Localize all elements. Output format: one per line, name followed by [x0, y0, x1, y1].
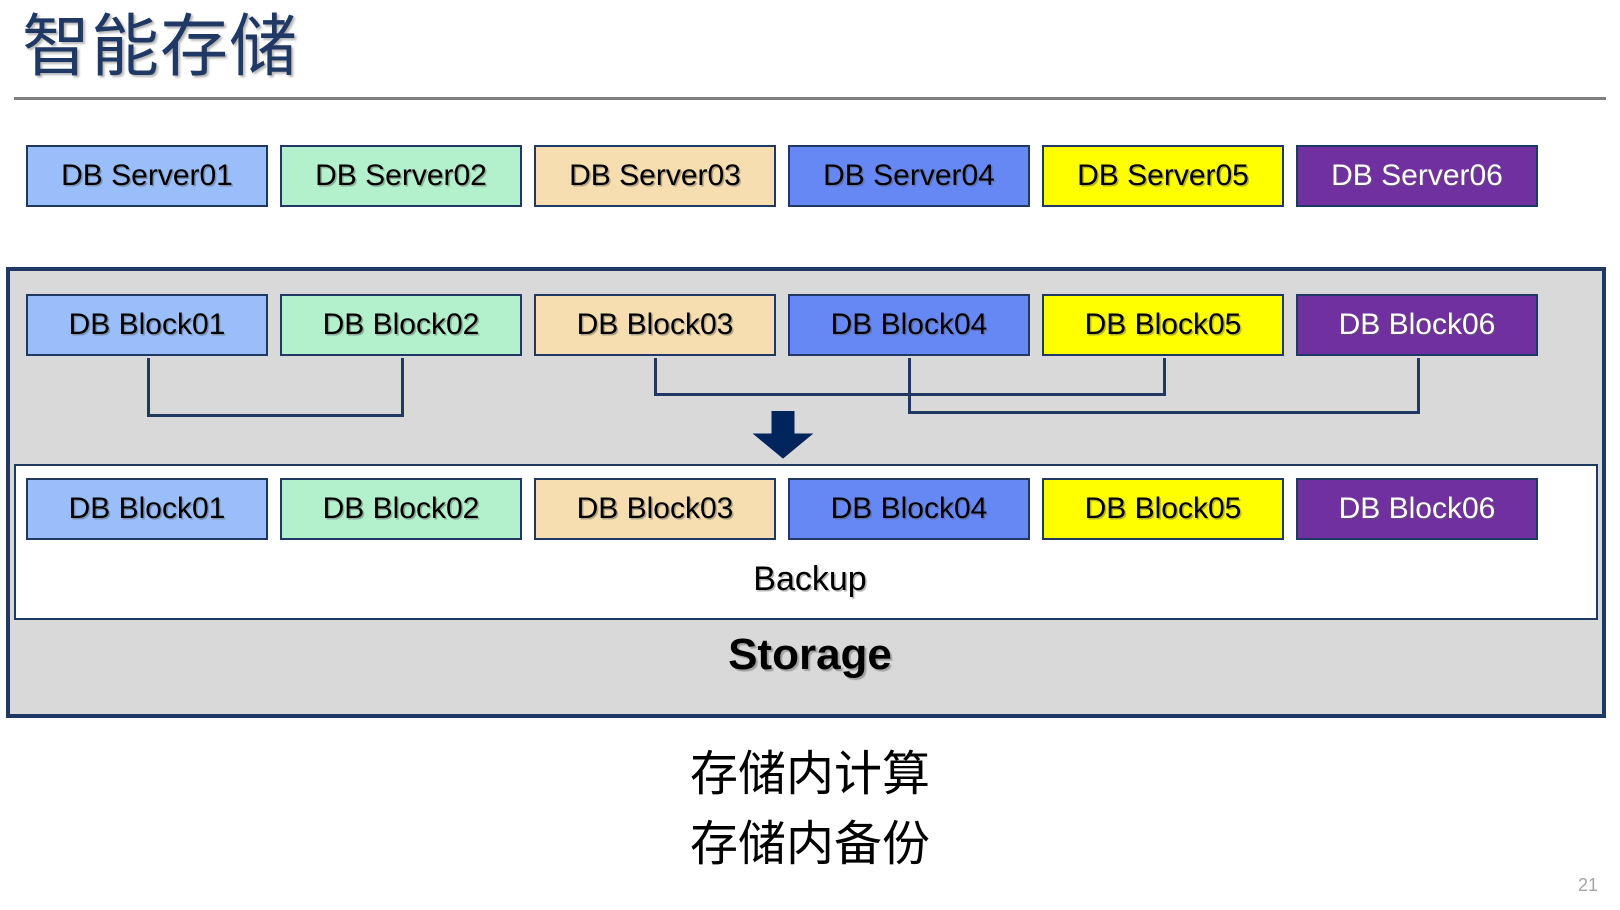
db-block-primary-06[interactable]: DB Block06	[1296, 294, 1538, 356]
db-block-primary-03[interactable]: DB Block03	[534, 294, 776, 356]
db-block-backup-01[interactable]: DB Block01	[26, 478, 268, 540]
caption-line-2: 存储内备份	[689, 818, 930, 871]
caption-line-1: 存储内计算	[689, 748, 930, 801]
db-block-backup-03[interactable]: DB Block03	[534, 478, 776, 540]
db-block-backup-06[interactable]: DB Block06	[1296, 478, 1538, 540]
db-server-box-03[interactable]: DB Server03	[534, 145, 776, 207]
db-block-backup-05[interactable]: DB Block05	[1042, 478, 1284, 540]
caption-block: 存储内计算 存储内备份	[0, 740, 1620, 880]
db-server-box-02[interactable]: DB Server02	[280, 145, 522, 207]
db-block-primary-05[interactable]: DB Block05	[1042, 294, 1284, 356]
connector-line-block05-down	[1163, 358, 1166, 396]
db-block-primary-04[interactable]: DB Block04	[788, 294, 1030, 356]
db-block-primary-02[interactable]: DB Block02	[280, 294, 522, 356]
page-number: 21	[1577, 875, 1598, 895]
connector-line-block04-block06	[908, 411, 1420, 414]
db-server-box-06[interactable]: DB Server06	[1296, 145, 1538, 207]
down-arrow-icon	[752, 410, 814, 459]
connector-line-block01-block02	[147, 414, 404, 417]
db-server-box-04[interactable]: DB Server04	[788, 145, 1030, 207]
db-block-backup-02[interactable]: DB Block02	[280, 478, 522, 540]
db-block-backup-04[interactable]: DB Block04	[788, 478, 1030, 540]
storage-label: Storage	[728, 630, 892, 679]
db-block-primary-01[interactable]: DB Block01	[26, 294, 268, 356]
connector-line-block06-down	[1417, 358, 1420, 414]
db-server-box-01[interactable]: DB Server01	[26, 145, 268, 207]
connector-line-block04-down	[908, 358, 911, 414]
db-server-box-05[interactable]: DB Server05	[1042, 145, 1284, 207]
connector-line-block03-down	[654, 358, 657, 396]
backup-label: Backup	[753, 560, 867, 598]
title-divider	[14, 97, 1606, 100]
page-title: 智能存储	[22, 9, 299, 85]
connector-line-block02-down	[401, 358, 404, 417]
connector-line-block01-down	[147, 358, 150, 417]
